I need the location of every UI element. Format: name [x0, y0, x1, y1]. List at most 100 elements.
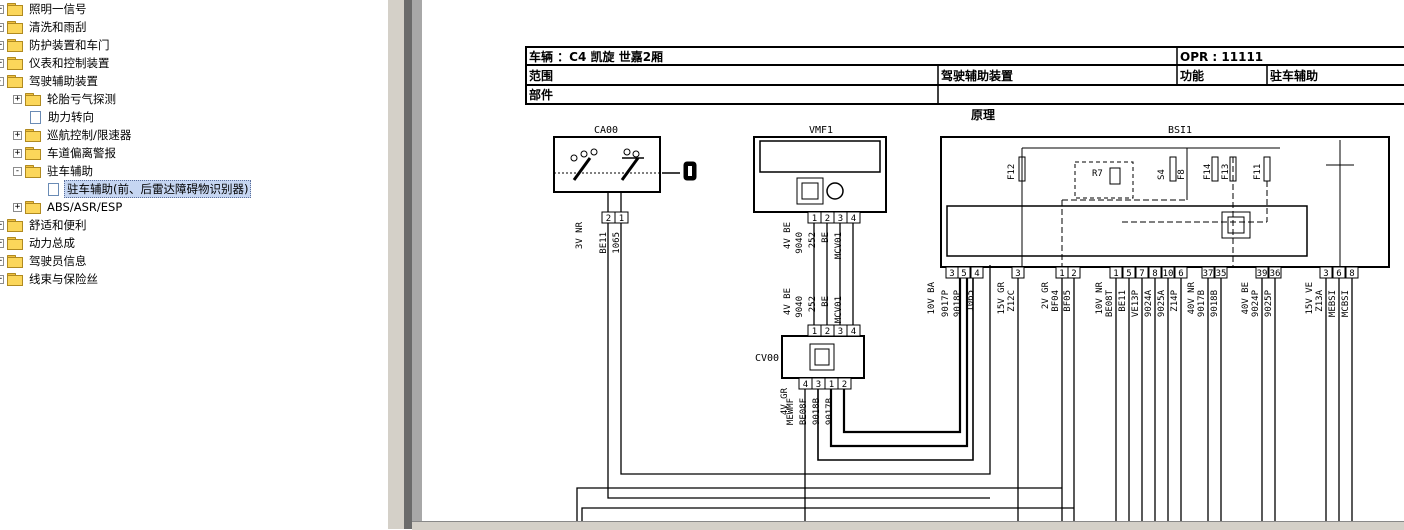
pin-number: 3	[838, 327, 843, 337]
tree-view[interactable]: +照明一信号+清洗和雨刮+防护装置和车门+仪表和控制装置 - 驾驶辅助装置 + 轮胎亏气…	[0, 0, 387, 529]
wire-label: 10V NR	[1095, 281, 1105, 314]
splitter[interactable]	[387, 0, 404, 529]
wire	[842, 266, 962, 434]
wire-label: Z13A	[1315, 289, 1325, 311]
pin-number: 35	[1216, 269, 1227, 279]
pin-number: 36	[1270, 269, 1281, 279]
horizontal-scrollbar[interactable]	[412, 521, 1404, 530]
wire-label: 10V BA	[927, 281, 937, 314]
wire-label: VE13P	[1131, 289, 1141, 317]
folder-icon	[7, 21, 23, 34]
connector-pin	[1332, 266, 1346, 279]
tree-item[interactable]: +ABS/ASR/ESP	[13, 198, 124, 216]
tree-item-label: 驻车辅助(前、后雷达障碍物识别器)	[64, 180, 252, 198]
wire-label: 9017B	[1197, 290, 1207, 317]
wire-label: Z12C	[1007, 290, 1017, 312]
pin-number: 1	[1059, 269, 1064, 279]
wire-label: 40V BE	[1241, 282, 1251, 315]
pin-number: 1	[1113, 269, 1118, 279]
expand-icon[interactable]: +	[13, 147, 22, 158]
tree-item[interactable]: + 舒适和便利	[0, 216, 89, 234]
wire	[817, 266, 974, 461]
ca00-switch	[553, 136, 697, 193]
tree-item-label: 助力转向	[48, 110, 94, 124]
wire	[581, 507, 1074, 521]
wire	[576, 487, 1062, 521]
wire-label: BE	[821, 232, 831, 243]
tree-item-label: 驻车辅助	[47, 164, 93, 178]
tree-item[interactable]: +线束与保险丝	[0, 270, 100, 288]
connector-pin	[846, 324, 861, 337]
wire	[607, 223, 990, 499]
ca00-label: CA00	[594, 125, 618, 136]
tree-item[interactable]: +清洗和雨刮	[0, 18, 89, 36]
pin-number: 1	[619, 214, 624, 224]
tree-item[interactable]: - 驾驶辅助装置	[0, 72, 100, 90]
wire-label: 40V NR	[1187, 281, 1197, 314]
collapse-icon[interactable]: -	[0, 76, 4, 86]
connector-pin	[1255, 266, 1269, 279]
expand-icon[interactable]: +	[0, 256, 4, 266]
folder-icon	[25, 165, 41, 178]
connector-pin	[1319, 266, 1333, 279]
tree-item[interactable]: + 轮胎亏气探测	[13, 90, 118, 108]
connector-pin	[1135, 266, 1149, 279]
folder-icon	[7, 39, 23, 52]
tree-item[interactable]: + 动力总成	[0, 234, 77, 252]
pin-number: 39	[1257, 269, 1268, 279]
pin-number: 8	[1152, 269, 1157, 279]
tree-item[interactable]: - 驻车辅助	[13, 162, 95, 180]
bsi-s4: S4	[1157, 169, 1167, 180]
expand-icon[interactable]: +	[13, 93, 22, 104]
expand-icon[interactable]: +	[0, 238, 4, 248]
wire-label: 252	[808, 296, 818, 312]
tree-item-label: 轮胎亏气探测	[47, 92, 116, 106]
tree-item[interactable]: +巡航控制/限速器	[13, 126, 133, 144]
bsi-f12: F12	[1007, 164, 1017, 180]
wire	[829, 266, 969, 448]
viewer-frame-left	[404, 0, 412, 529]
wire-label: MCV01	[834, 296, 844, 323]
expand-icon[interactable]: +	[13, 129, 22, 140]
tree-item[interactable]: 助力转向	[13, 108, 96, 126]
pin-number: 4	[851, 214, 856, 224]
pin-number: 2	[825, 327, 830, 337]
bsi-f13: F13	[1221, 164, 1231, 180]
tree-item[interactable]: +防护装置和车门	[0, 36, 112, 54]
vmf1-label: VMF1	[809, 125, 833, 136]
wire-label: MCBSI	[1341, 290, 1351, 317]
bsi-f11: F11	[1253, 164, 1263, 180]
collapse-icon[interactable]: -	[13, 165, 22, 176]
wire-label: Z14P	[1170, 289, 1180, 311]
wire-label: 3V NR	[575, 221, 585, 249]
expand-icon[interactable]: +	[0, 58, 4, 68]
expand-icon[interactable]: +	[0, 274, 4, 284]
tree-item-label: 动力总成	[29, 236, 75, 250]
wire-label: BE	[821, 296, 831, 307]
opr-label: OPR : 11111	[1180, 50, 1263, 64]
tree-item-label: 舒适和便利	[29, 218, 87, 232]
tree-item[interactable]: +驾驶员信息	[0, 252, 89, 270]
wire-label: 1065	[966, 290, 976, 312]
expand-icon[interactable]: +	[0, 22, 4, 32]
principle-label: 原理	[971, 108, 995, 122]
folder-icon	[7, 219, 23, 232]
expand-icon[interactable]: +	[0, 220, 4, 230]
wiring-diagram-viewer[interactable]: 车辆 ：C4 凯旋 世嘉2厢 OPR : 11111 范围 驾驶辅助装置 功能 …	[422, 0, 1404, 521]
pin-number: 5	[961, 269, 966, 279]
bsi-r7: R7	[1092, 169, 1103, 179]
tree-item[interactable]: +车道偏离警报	[13, 144, 118, 162]
tree-item[interactable]: +照明一信号	[0, 0, 89, 18]
pin-number: 6	[1336, 269, 1341, 279]
connector-pin	[970, 266, 984, 279]
wires-layer	[576, 192, 1353, 521]
tree-item[interactable]: 驻车辅助(前、后雷达障碍物识别器)	[31, 180, 252, 198]
tree-item[interactable]: +仪表和控制装置	[0, 54, 112, 72]
tree-item-label: 驾驶辅助装置	[29, 74, 98, 88]
range-label: 范围	[529, 68, 553, 83]
expand-icon[interactable]: +	[0, 40, 4, 50]
expand-icon[interactable]: +	[13, 201, 22, 212]
connector-pin	[614, 211, 629, 224]
expand-icon[interactable]: +	[0, 4, 4, 14]
bsi1-label: BSI1	[1168, 125, 1192, 136]
